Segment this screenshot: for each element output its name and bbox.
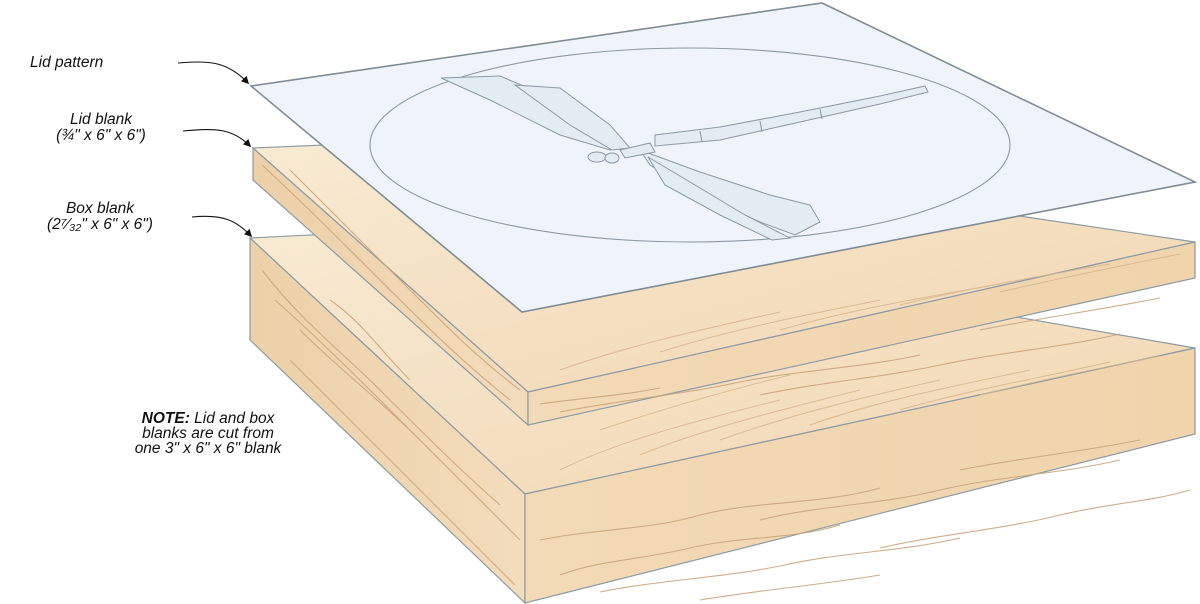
- lid-blank-grain: [261, 164, 1161, 413]
- note-text: NOTE: Lid and box blanks are cut from on…: [58, 410, 358, 457]
- lid-pattern-arrow: [177, 61, 250, 85]
- box-blank-front-face: [524, 347, 1196, 604]
- lid-pattern-circle: [369, 47, 1011, 243]
- box-blank-dimensions: (2⁷⁄₃₂" x 6" x 6"): [47, 216, 153, 233]
- box-blank-grain: [261, 269, 1191, 601]
- lid-blank-arrow: [182, 129, 252, 148]
- lid-blank-front-face: [527, 241, 1196, 426]
- dragonfly-outline: [440, 75, 929, 241]
- note-line2: blanks are cut from: [142, 425, 274, 442]
- leader-lines: [177, 61, 253, 238]
- lid-pattern-label: Lid pattern: [30, 54, 104, 71]
- lid-blank-title: Lid blank: [69, 111, 133, 128]
- note-heading: NOTE:: [141, 410, 190, 427]
- note-line3: one 3" x 6" x 6" blank: [134, 440, 282, 457]
- lid-blank-dimensions: (¾" x 6" x 6"): [56, 127, 146, 144]
- note-line1: Lid and box: [189, 410, 275, 427]
- lid-blank-label: Lid blank (¾" x 6" x 6"): [20, 112, 182, 144]
- lid-blank-top-grain: [559, 253, 1181, 371]
- box-blank-title: Box blank: [65, 200, 135, 217]
- lid-pattern-sheet: [249, 2, 1198, 313]
- box-blank-arrow: [191, 215, 253, 238]
- box-blank-top-grain: [559, 355, 1161, 471]
- box-blank-label: Box blank (2⁷⁄₃₂" x 6" x 6"): [10, 201, 190, 233]
